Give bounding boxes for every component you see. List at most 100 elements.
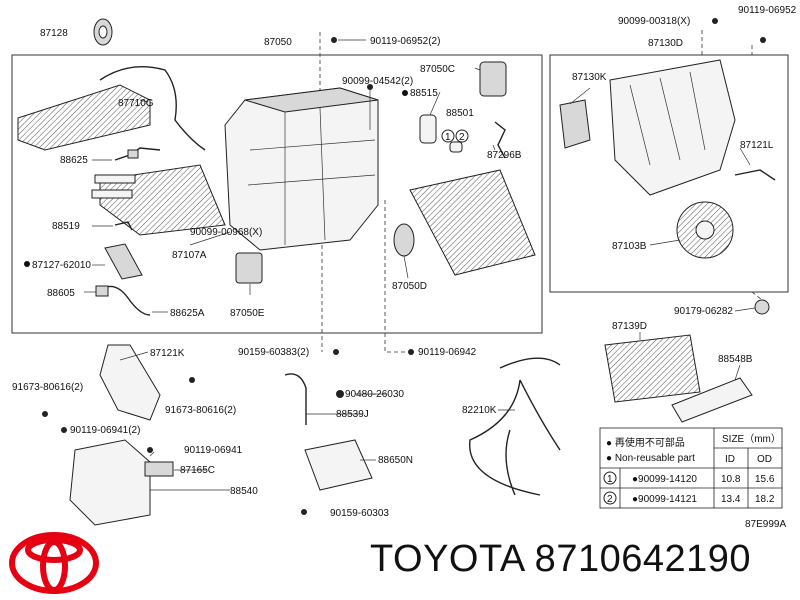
heater-case-face [244,87,379,113]
leader-line [739,147,751,166]
part-label-90119-06952: 90119-06952 [738,5,797,16]
part-label-87139D: 87139D [612,321,647,332]
bolt-marker [331,37,337,43]
bolt-marker [147,447,153,453]
part-label-87107A: 87107A [172,250,207,261]
heater-case-detail [247,107,376,245]
part-label-88501: 88501 [446,108,474,119]
motor-87050D-shape [393,223,415,257]
bracket-87296B-shape [494,121,506,159]
bolt-marker [712,18,718,24]
size-table-row-1-index-circle [603,471,617,485]
part-label-91673-80616-2a: 91673-80616(2) [12,382,83,393]
clip-88519-shape [114,221,133,231]
wire-harness-82210K-shape [469,357,561,496]
diagram-code: 87E999A [745,519,786,530]
size-table-row-1-part: ●90099-14120 [632,474,697,485]
dashed-guide-line [384,200,405,353]
evaporator-wire-harness [99,65,206,151]
blower-case-87130D-shape [609,59,736,196]
actuator-87050E-shape [235,252,263,284]
evaporator-core-shape [17,84,151,151]
valve-88515-shape [419,114,437,144]
part-label-87128: 87128 [40,28,68,39]
part-label-88650N: 88650N [378,455,413,466]
heater-unit-frame [11,54,543,334]
size-table-row-1-id: 10.8 [721,474,741,485]
size-table-row-2-part: ●90099-14121 [632,494,697,505]
blower-unit-frame [549,54,789,293]
part-label-87710G: 87710G [118,98,154,109]
grommet-87128-inner [98,25,108,39]
size-table-row-2-index-circle [603,491,617,505]
sensor-88625-body [127,149,139,159]
part-label-87130D: 87130D [648,38,683,49]
actuator-87050C-shape [479,61,507,97]
bolt-marker [301,509,307,515]
part-label-82210K: 82210K [462,405,497,416]
part-label-87130K: 87130K [572,72,607,83]
blower-fan-hub [695,220,715,240]
part-label-90179-06282: 90179-06282 [674,306,733,317]
toyota-logo-rings [9,532,99,594]
leader-line [149,451,155,457]
non-reusable-marker [24,261,30,267]
duct-87121K-shape [99,344,161,421]
leader-line [492,144,496,151]
leader-line [474,67,481,71]
dashed-guide-line [751,291,763,301]
leader-line [569,87,591,105]
bolt-marker [42,411,48,417]
leader-line [119,351,149,361]
bolt-marker [336,390,344,398]
leader-line [189,231,231,246]
part-label-87121K: 87121K [150,348,185,359]
callout-2-label: 2 [459,132,465,143]
washer-90179-shape [754,299,770,315]
leader-line [734,307,756,312]
toyota-logo-icon [9,532,99,594]
heater-case-shape [224,87,379,251]
part-label-87103B: 87103B [612,241,647,252]
bolt-marker [760,37,766,43]
part-label-87121L: 87121L [740,140,774,151]
part-label-91673-80616-2b: 91673-80616(2) [165,405,236,416]
part-label-90119-06952-2: 90119-06952(2) [370,36,440,47]
part-label-87050: 87050 [264,37,292,48]
part-label-88548B: 88548B [718,354,753,365]
duct-88540-shape [69,439,151,526]
bolt-marker [333,349,339,355]
sensor-88605-body [95,285,109,297]
part-label-88625: 88625 [60,155,88,166]
legend-note-non-reusable-en: ● Non-reusable part [606,453,695,464]
air-filter-87139D-shape [604,334,701,403]
callout-circle [455,129,469,143]
cover-88548B-shape [671,377,753,423]
logo-vertical-ring [40,539,68,593]
heater-core-pipe [94,174,136,184]
part-label-90099-00318-X: 90099-00318(X) [618,16,690,27]
brand-caption: TOYOTA 8710642190 [370,538,752,580]
part-label-90099-04542-2: 90099-04542(2) [342,76,413,87]
flap-87130K-shape [559,99,591,149]
size-table-row-2-od: 18.2 [755,494,775,505]
leader-line [429,91,441,116]
leader-line [649,239,681,246]
size-table-col-id: ID [725,454,735,465]
size-table-row-1-od: 15.6 [755,474,775,485]
bolt-marker [189,377,195,383]
part-label-90099-00968-X: 90099-00968(X) [190,227,262,238]
part-label-87165C: 87165C [180,465,215,476]
size-table-row-2-index: 2 [607,494,613,505]
part-label-87127-62010: 87127-62010 [32,260,91,271]
part-label-87050C: 87050C [420,64,455,75]
part-label-90159-60383-2: 90159-60383(2) [238,347,309,358]
part-label-88540: 88540 [230,486,258,497]
size-table-header: SIZE（mm） [722,433,781,445]
size-table-col-od: OD [757,454,772,465]
part-label-90480-26030: 90480-26030 [345,389,404,400]
leader-line [403,255,409,279]
part-label-88625A: 88625A [170,308,205,319]
part-label-90119-06941-2: 90119-06941(2) [70,425,140,436]
